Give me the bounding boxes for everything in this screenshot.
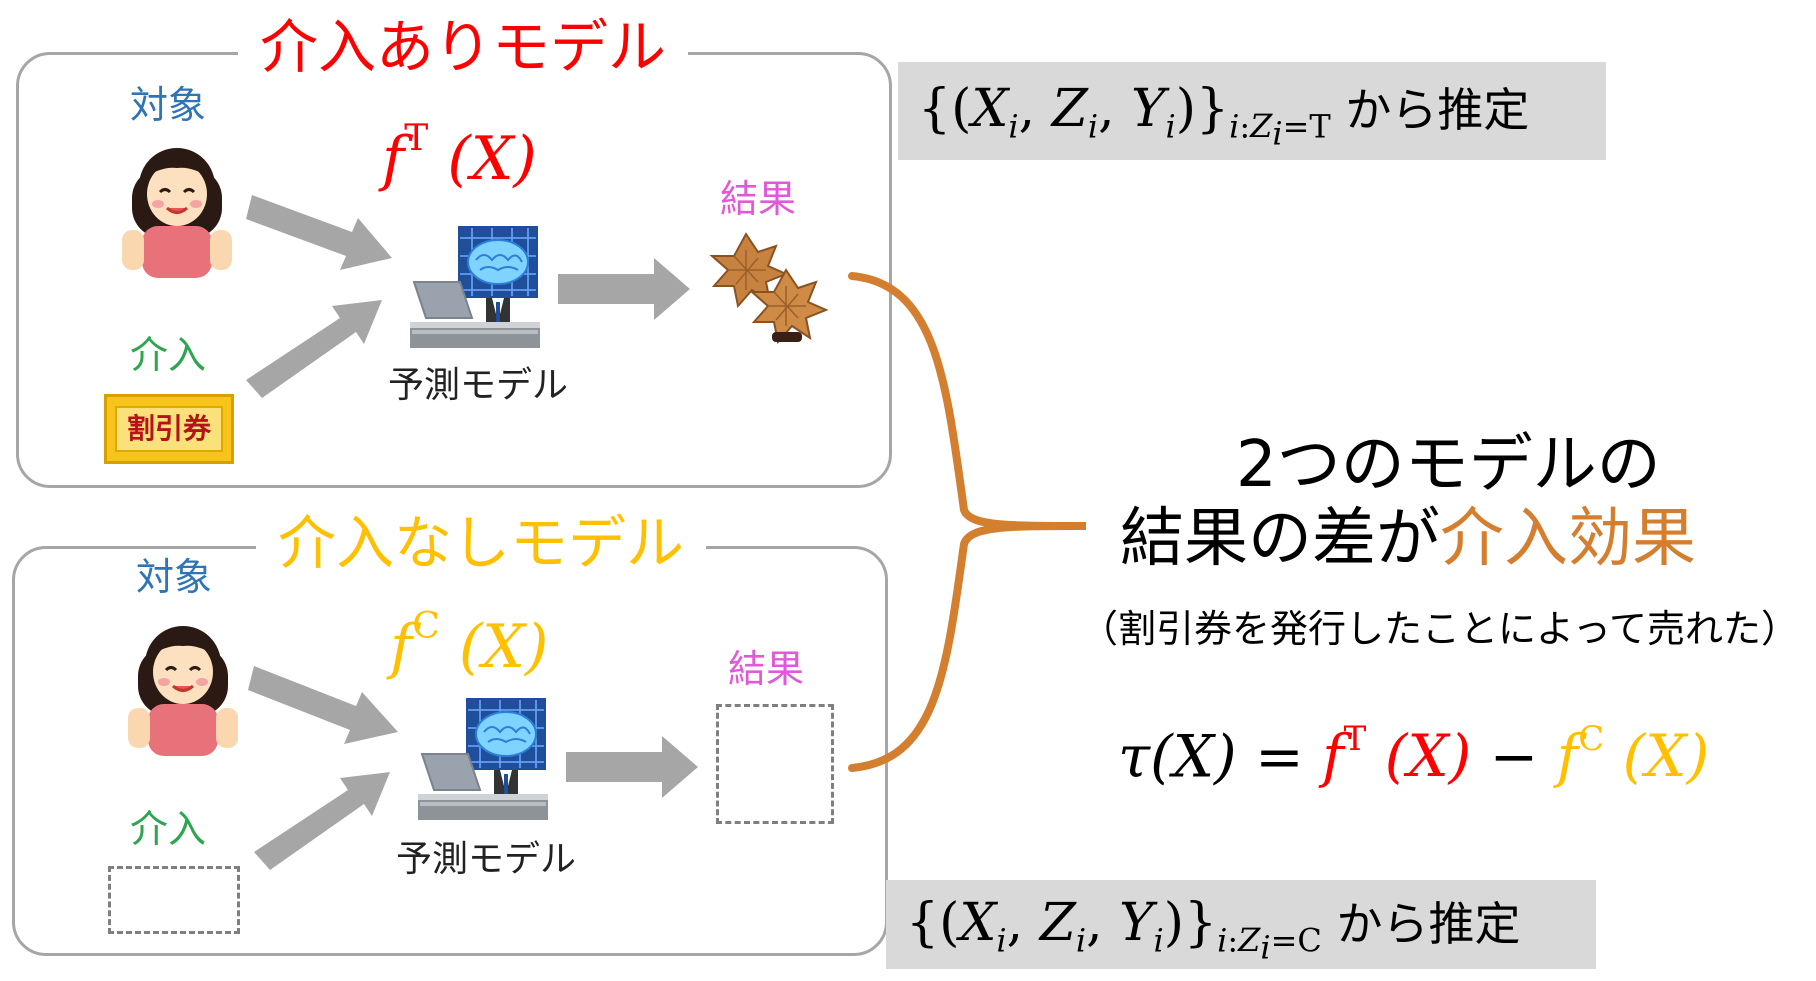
estimate-tail: から推定 (1330, 83, 1530, 137)
tau-control: fC (X) (1556, 719, 1710, 791)
formula-sup: C (412, 606, 440, 647)
tau-treated-arg: (X) (1384, 722, 1472, 791)
result-label: 結果 (728, 647, 805, 691)
empty-result-box (716, 704, 834, 824)
tau-minus: − (1471, 722, 1557, 791)
intervention-label: 介入 (130, 807, 207, 851)
tau-treated-sup: T (1343, 719, 1367, 759)
estimate-formula: {(Xi, Zi, Yi)}i:Zi=C (906, 893, 1322, 967)
tau-control-sup: C (1578, 719, 1605, 759)
subject-label: 対象 (130, 83, 207, 127)
conclusion-highlight: 介入効果 (1440, 502, 1696, 576)
subject-label: 対象 (136, 555, 213, 599)
estimate-cond: C (1297, 921, 1322, 960)
person-icon (128, 626, 238, 756)
estimate-cond: T (1309, 107, 1331, 146)
tau-treated: fT (X) (1322, 719, 1472, 791)
tau-control-arg: (X) (1622, 722, 1710, 791)
momiji-cake-icon (709, 232, 829, 345)
formula-arg: (X) (447, 124, 537, 194)
curly-brace-icon (848, 272, 1087, 772)
estimate-formula: {(Xi, Zi, Yi)}i:Zi=T (918, 79, 1331, 153)
coupon-icon: 割引券 (104, 394, 234, 464)
conclusion-line1: 2つのモデルの (1236, 428, 1661, 502)
conclusion-line2: 結果の差が介入効果 (1120, 500, 1696, 578)
tau-formula: τ(X) = fT (X) − fC (X) (1118, 710, 1709, 791)
tau-lhs: τ(X) = (1118, 722, 1323, 791)
formula-func: f (390, 612, 413, 682)
treated-model-formula: fT (X) (382, 112, 537, 194)
result-label: 結果 (720, 177, 797, 221)
formula-arg: (X) (458, 612, 549, 682)
empty-intervention-box (108, 866, 240, 934)
treated-model-title: 介入ありモデル (238, 12, 689, 82)
ai-model-icon (418, 698, 548, 820)
control-model-title: 介入なしモデル (256, 508, 707, 578)
model-label: 予測モデル (388, 365, 569, 406)
person-icon (122, 148, 232, 278)
arrow-icon (248, 666, 698, 870)
control-estimate-box: {(Xi, Zi, Yi)}i:Zi=C から推定 (886, 880, 1596, 969)
treated-estimate-box: {(Xi, Zi, Yi)}i:Zi=T から推定 (898, 62, 1606, 160)
formula-sup: T (404, 118, 429, 159)
estimate-tail: から推定 (1321, 897, 1521, 951)
formula-func: f (382, 124, 405, 194)
conclusion-line2-prefix: 結果の差が (1120, 502, 1440, 576)
arrow-icon (246, 195, 690, 398)
ai-model-icon (410, 226, 540, 348)
tau-treated-func: f (1322, 722, 1344, 791)
control-model-panel (12, 546, 888, 956)
intervention-label: 介入 (130, 333, 207, 377)
model-label: 予測モデル (396, 839, 577, 880)
tau-control-func: f (1556, 722, 1579, 791)
conclusion-note: （割引券を発行したことによって売れた） (1080, 607, 1799, 651)
coupon-text: 割引券 (115, 406, 223, 452)
control-model-formula: fC (X) (390, 600, 548, 682)
